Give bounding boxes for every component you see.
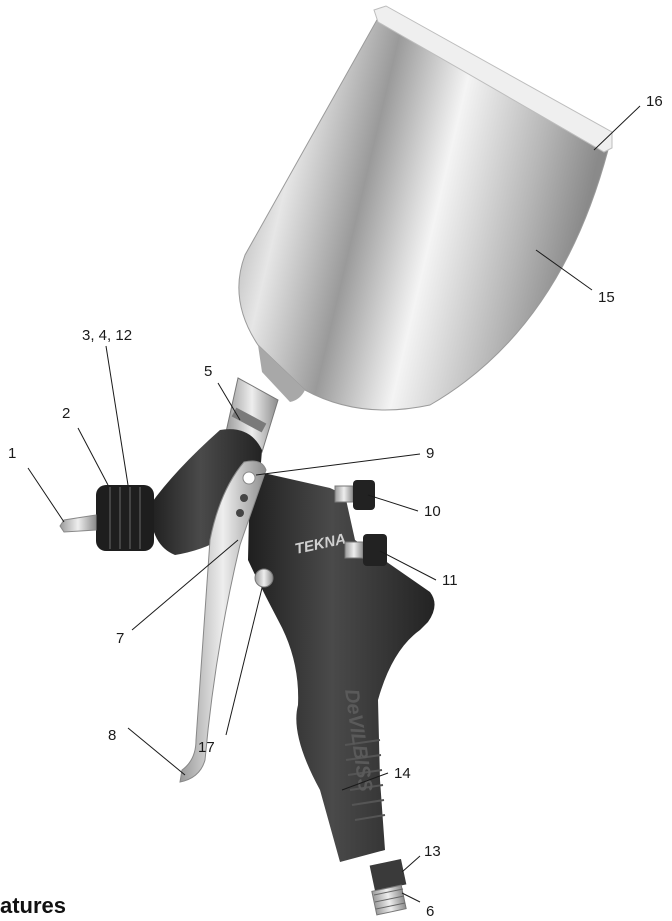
callout-1: 1 (8, 445, 16, 462)
callout-15: 15 (598, 289, 615, 306)
callout-17: 17 (198, 739, 215, 756)
callout-labels: 1 2 3, 4, 12 5 6 7 8 9 10 11 13 14 15 16… (8, 93, 663, 920)
callout-11: 11 (442, 572, 458, 589)
section-heading: atures (0, 893, 67, 918)
paint-cup (238, 5, 613, 411)
air-cap (59, 485, 154, 551)
gun-body: DeVILBISS TEKNA (248, 470, 435, 862)
callout-9: 9 (426, 445, 434, 462)
callout-5: 5 (204, 363, 212, 380)
trigger (179, 460, 267, 783)
cup-lid (373, 5, 613, 153)
grip-ribs (344, 739, 386, 821)
callout-3-4-12: 3, 4, 12 (82, 327, 132, 344)
callout-13: 13 (424, 843, 441, 860)
fluid-nozzle-tip (59, 514, 97, 533)
cup-body (238, 17, 609, 411)
air-cap-knurling (109, 487, 141, 549)
cup-outlet-cone (258, 345, 305, 402)
air-inlet (369, 858, 407, 916)
leader-lines (27, 105, 641, 903)
pattern-adjust-knob (344, 534, 387, 566)
callout-10: 10 (424, 503, 441, 520)
callout-16: 16 (646, 93, 663, 110)
trigger-pivot (242, 471, 256, 485)
callout-6: 6 (426, 903, 434, 920)
callout-7: 7 (116, 630, 124, 647)
callout-2: 2 (62, 405, 70, 422)
callout-14: 14 (394, 765, 411, 782)
fluid-adjust-knob (334, 480, 375, 510)
air-valve-button (254, 568, 274, 588)
callout-8: 8 (108, 727, 116, 744)
